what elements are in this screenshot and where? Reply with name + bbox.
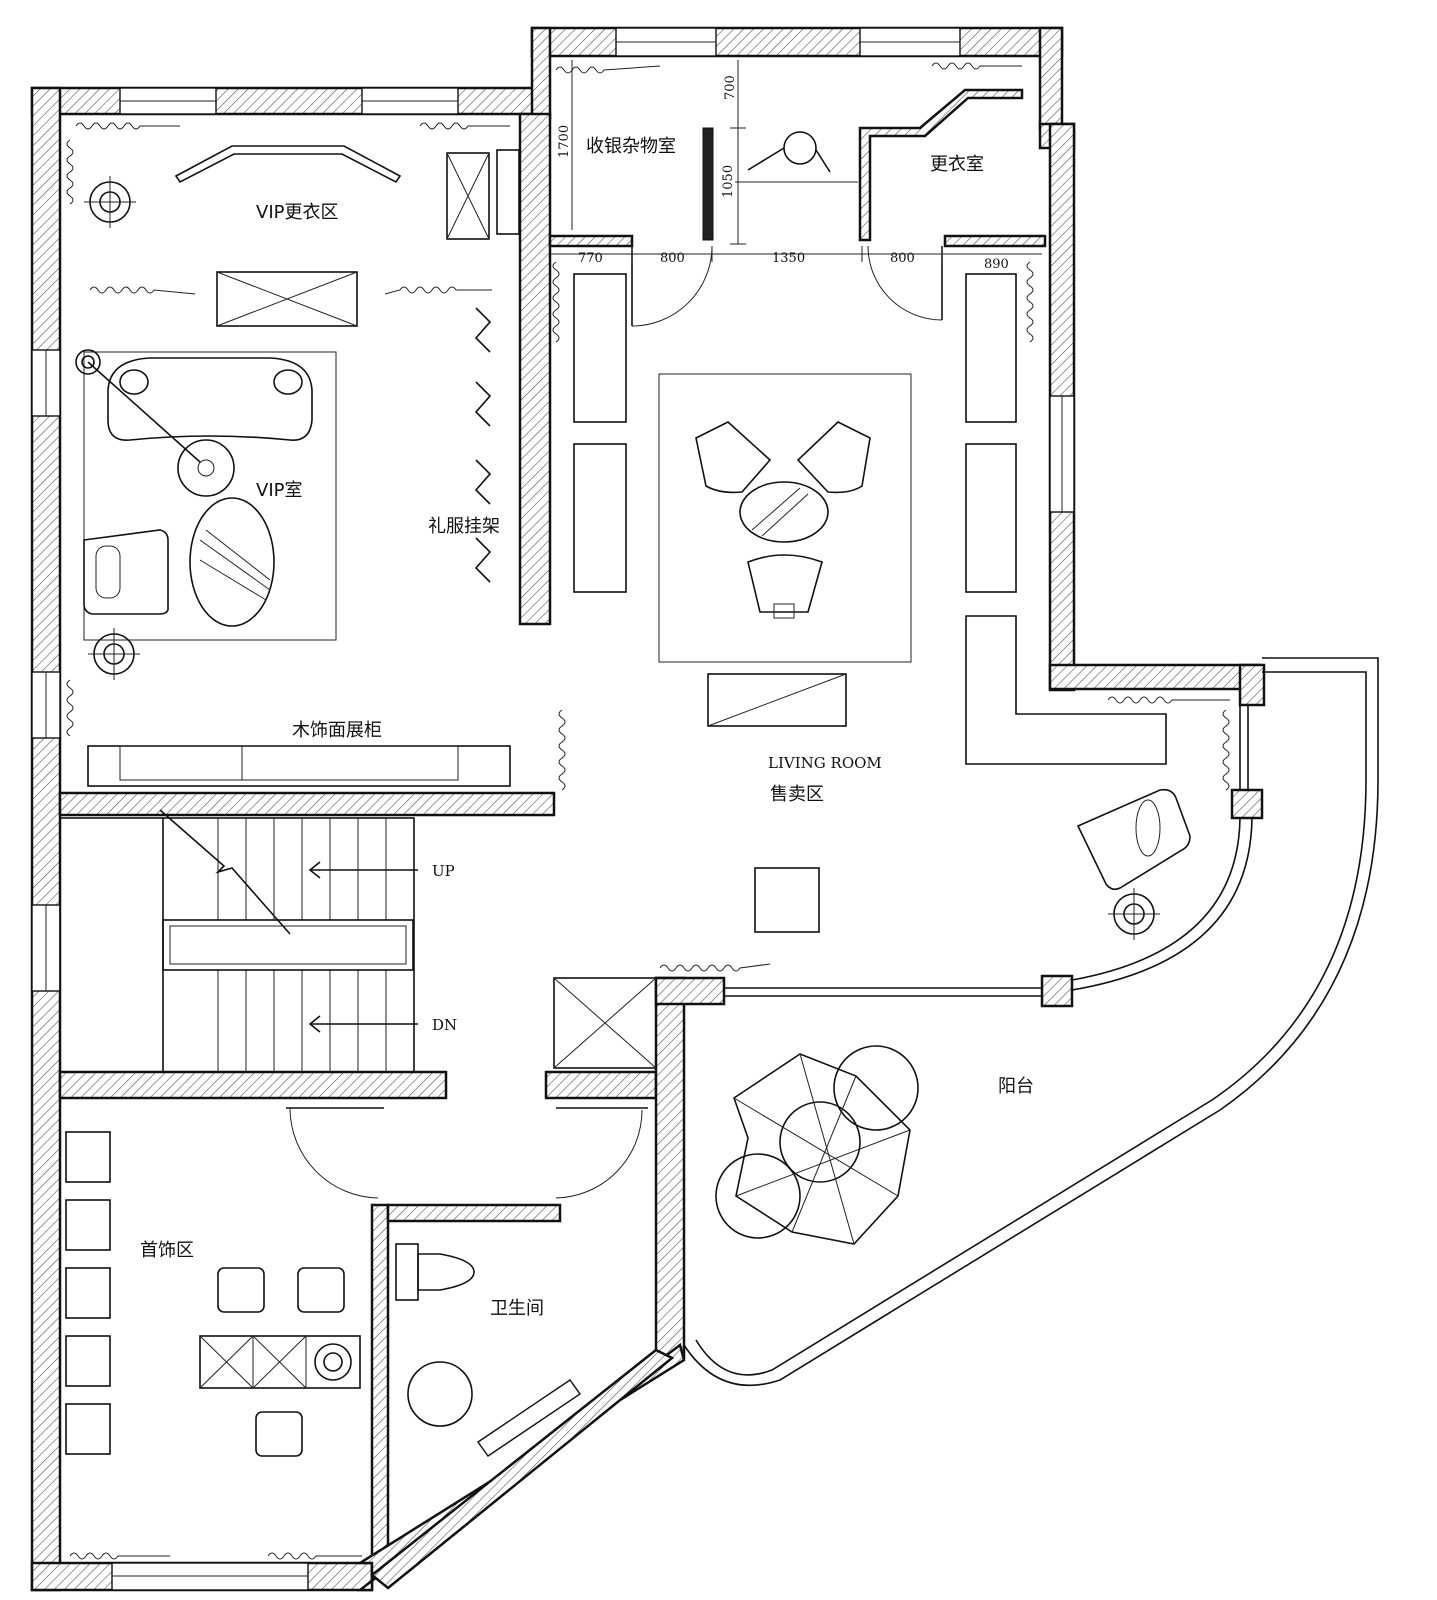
staircase (59, 809, 418, 1073)
label-dressing-room: 更衣室 (930, 154, 984, 175)
dimension-lines (550, 60, 1042, 262)
label-gown-rack: 礼服挂架 (428, 516, 500, 537)
dim-890: 890 (984, 257, 1009, 272)
jewelry-furniture (65, 1107, 648, 1560)
label-display-cabinet: 木饰面展柜 (292, 720, 382, 741)
label-living-room: LIVING ROOM (768, 754, 882, 772)
dim-1050: 1050 (721, 165, 736, 198)
windows (31, 27, 1075, 1591)
restroom-fixtures (395, 1243, 475, 1427)
label-balcony: 阳台 (998, 1076, 1034, 1097)
label-vip-room: VIP室 (256, 480, 302, 501)
sales-furniture (552, 62, 1230, 972)
dimension-labels: 700 1700 1050 770 800 1350 800 890 (557, 75, 1009, 272)
balcony-outline (683, 657, 1379, 1387)
umbrella-table (715, 1045, 919, 1245)
dim-1700: 1700 (557, 125, 572, 158)
label-stair-up: UP (432, 862, 455, 880)
shaft (553, 977, 657, 1069)
label-jewelry-area: 首饰区 (140, 1240, 194, 1261)
label-cashier-storage: 收银杂物室 (586, 136, 676, 157)
vip-furniture (66, 122, 566, 791)
label-restroom: 卫生间 (490, 1298, 544, 1319)
room-labels: VIP更衣区 VIP室 礼服挂架 木饰面展柜 收银杂物室 更衣室 LIVING … (140, 136, 1034, 1319)
dim-700: 700 (723, 75, 738, 100)
dim-770: 770 (578, 251, 603, 266)
dim-1350: 1350 (772, 251, 805, 266)
dim-800-left: 800 (660, 251, 685, 266)
dim-800-right: 800 (890, 251, 915, 266)
label-vip-dressing: VIP更衣区 (256, 202, 338, 223)
label-sales-area: 售卖区 (770, 784, 824, 805)
label-stair-down: DN (432, 1016, 457, 1034)
interior-walls (58, 88, 1264, 1592)
